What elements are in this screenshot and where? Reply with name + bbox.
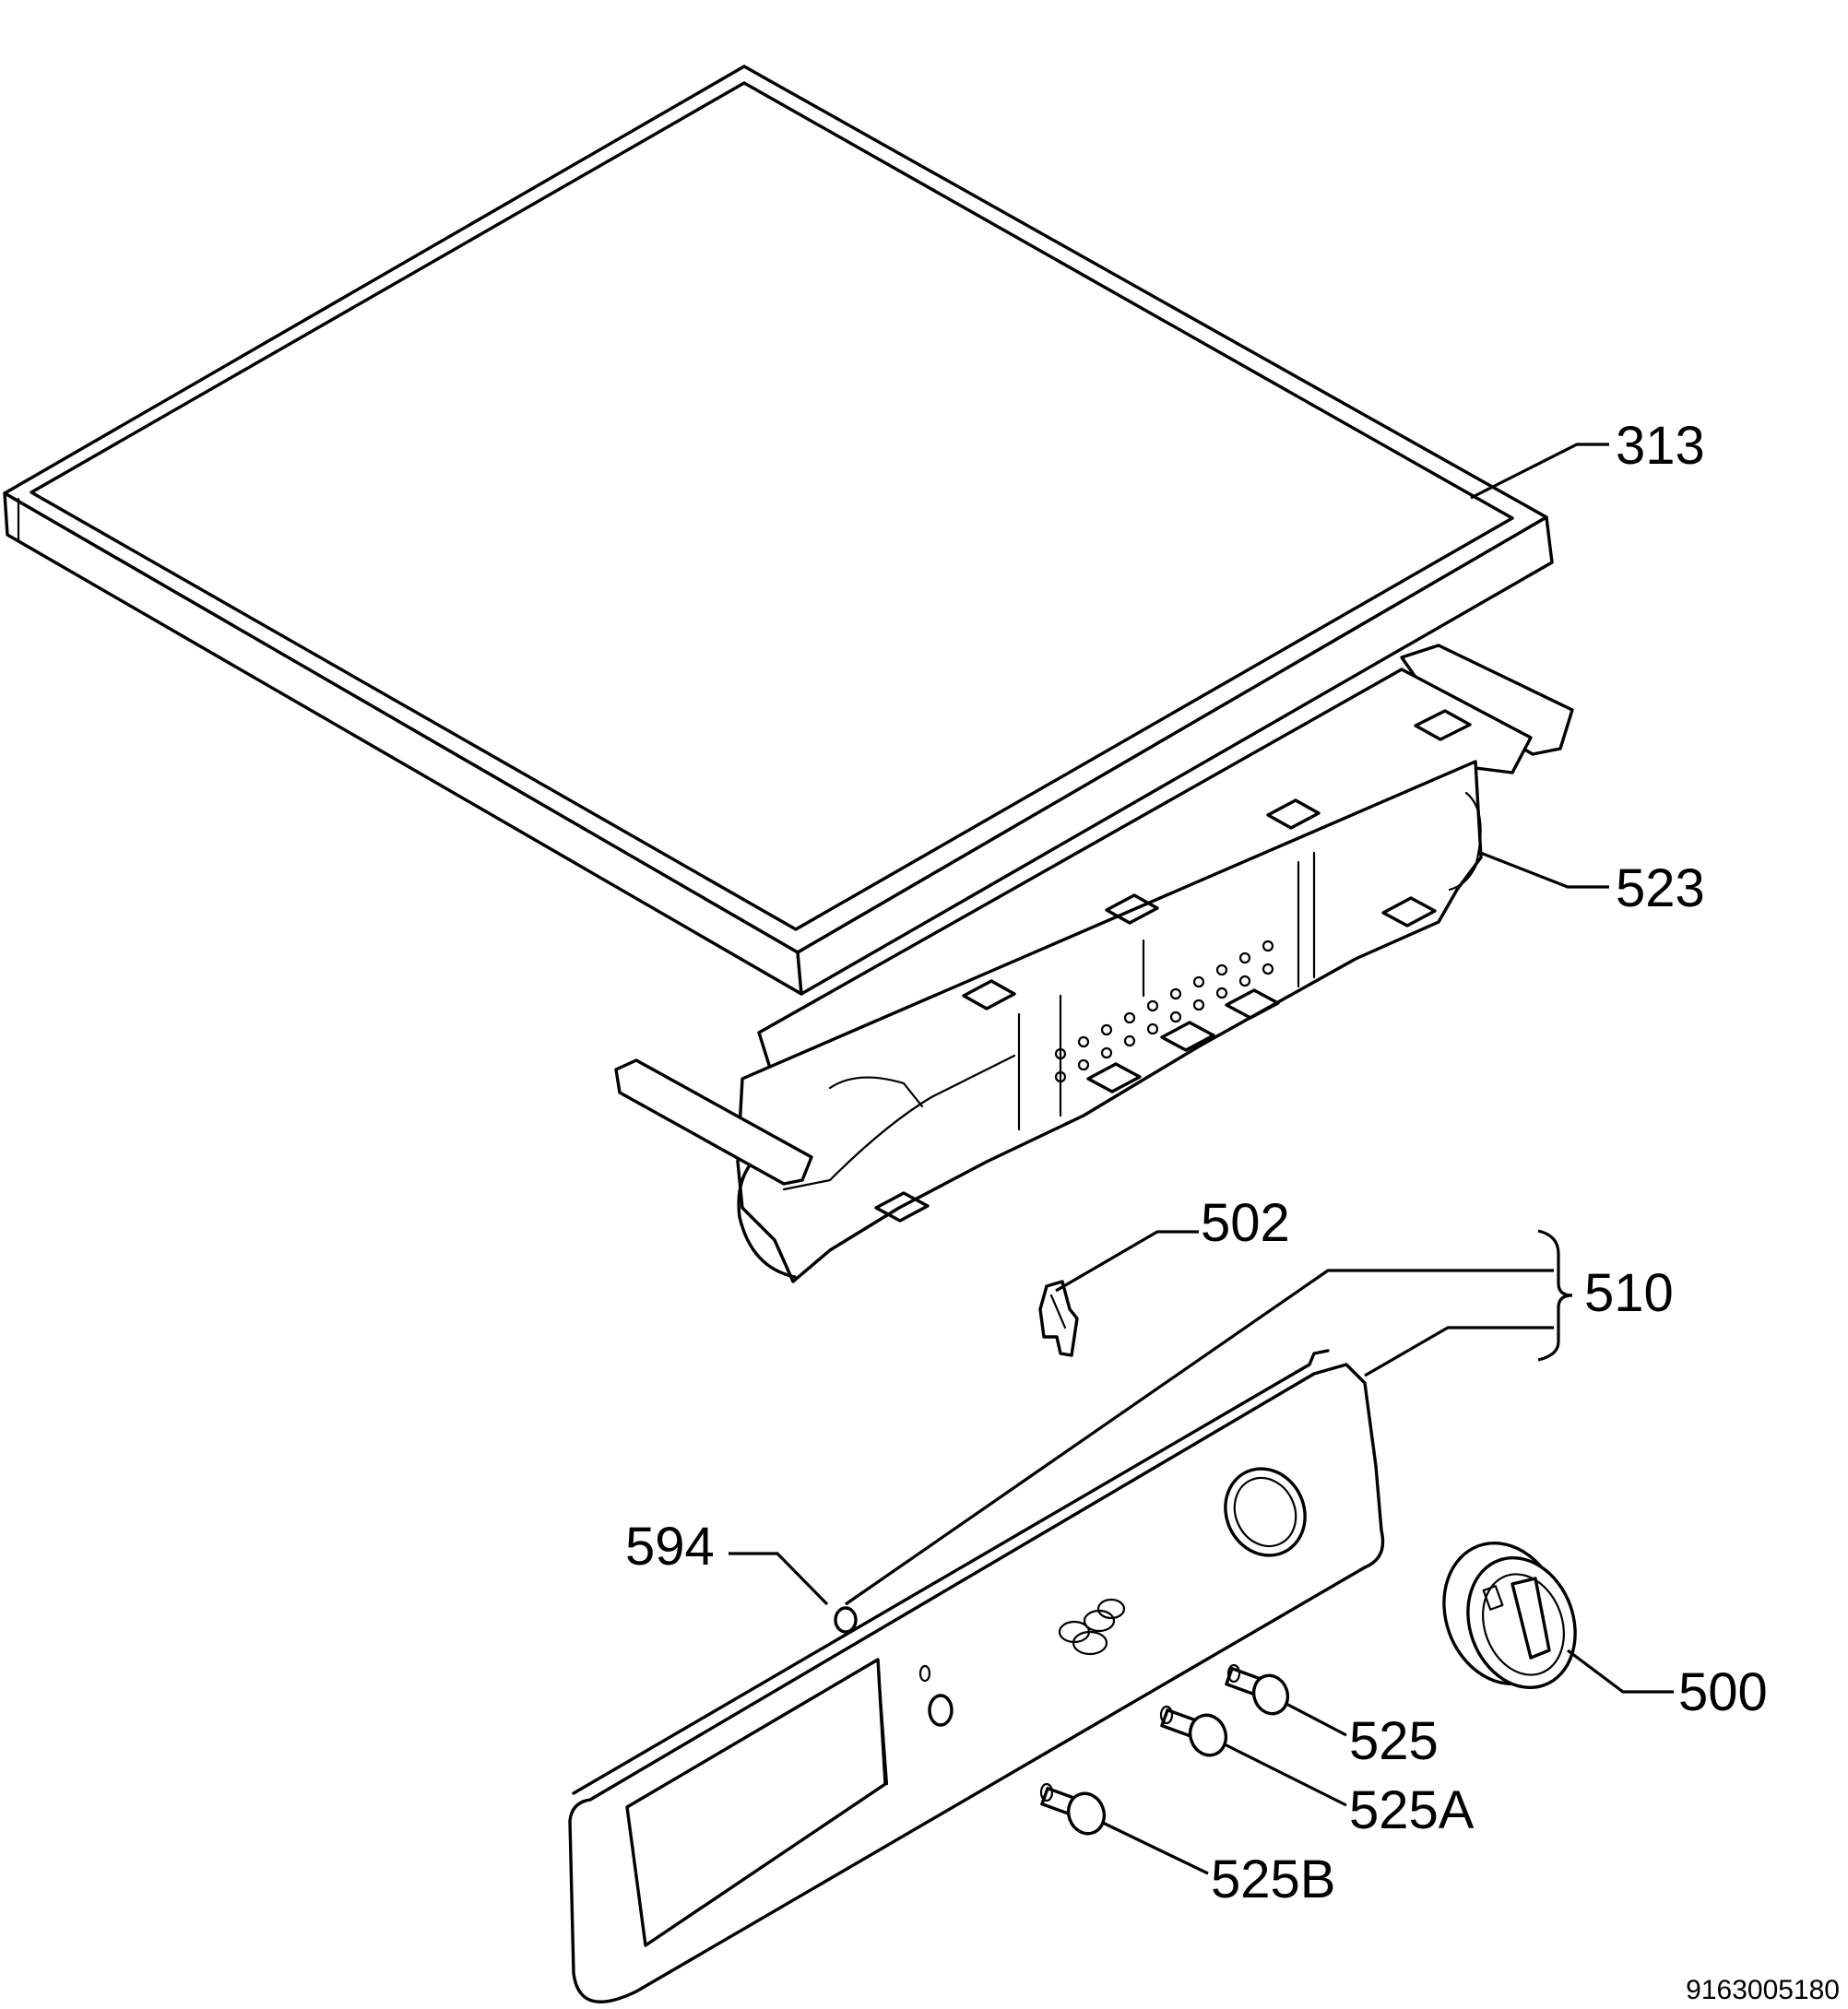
part-525b-button[interactable]: [1039, 1782, 1109, 1838]
part-525a-button[interactable]: [1159, 1705, 1231, 1760]
callout-525b: 525B: [1211, 1849, 1335, 1909]
part-523-control-frame[interactable]: [614, 644, 1574, 1283]
callout-313: 313: [1616, 416, 1705, 476]
callout-labels: 313 523 502 510 594 500 525 525A 525B: [625, 416, 1768, 1909]
callout-523: 523: [1616, 858, 1705, 918]
part-313-worktop[interactable]: [3, 65, 1554, 996]
ventilation-holes: [1054, 940, 1274, 1083]
callout-594: 594: [625, 1517, 715, 1577]
document-number: 9163005180: [1686, 1975, 1840, 2005]
part-594-lens[interactable]: [834, 1606, 858, 1634]
callout-525a: 525A: [1349, 1780, 1475, 1840]
frame-slots: [874, 709, 1472, 1223]
callout-510: 510: [1584, 1263, 1674, 1323]
callout-502: 502: [1201, 1193, 1290, 1253]
callout-500: 500: [1678, 1662, 1768, 1722]
brand-logo: [1058, 1598, 1126, 1656]
part-525-button[interactable]: [1225, 1663, 1293, 1719]
callout-525: 525: [1349, 1711, 1439, 1771]
part-502-clip[interactable]: [1038, 1280, 1079, 1357]
part-510-control-panel[interactable]: [568, 1349, 1385, 2003]
part-500-knob[interactable]: [1425, 1526, 1593, 1702]
leader-lines: [729, 443, 1674, 1875]
